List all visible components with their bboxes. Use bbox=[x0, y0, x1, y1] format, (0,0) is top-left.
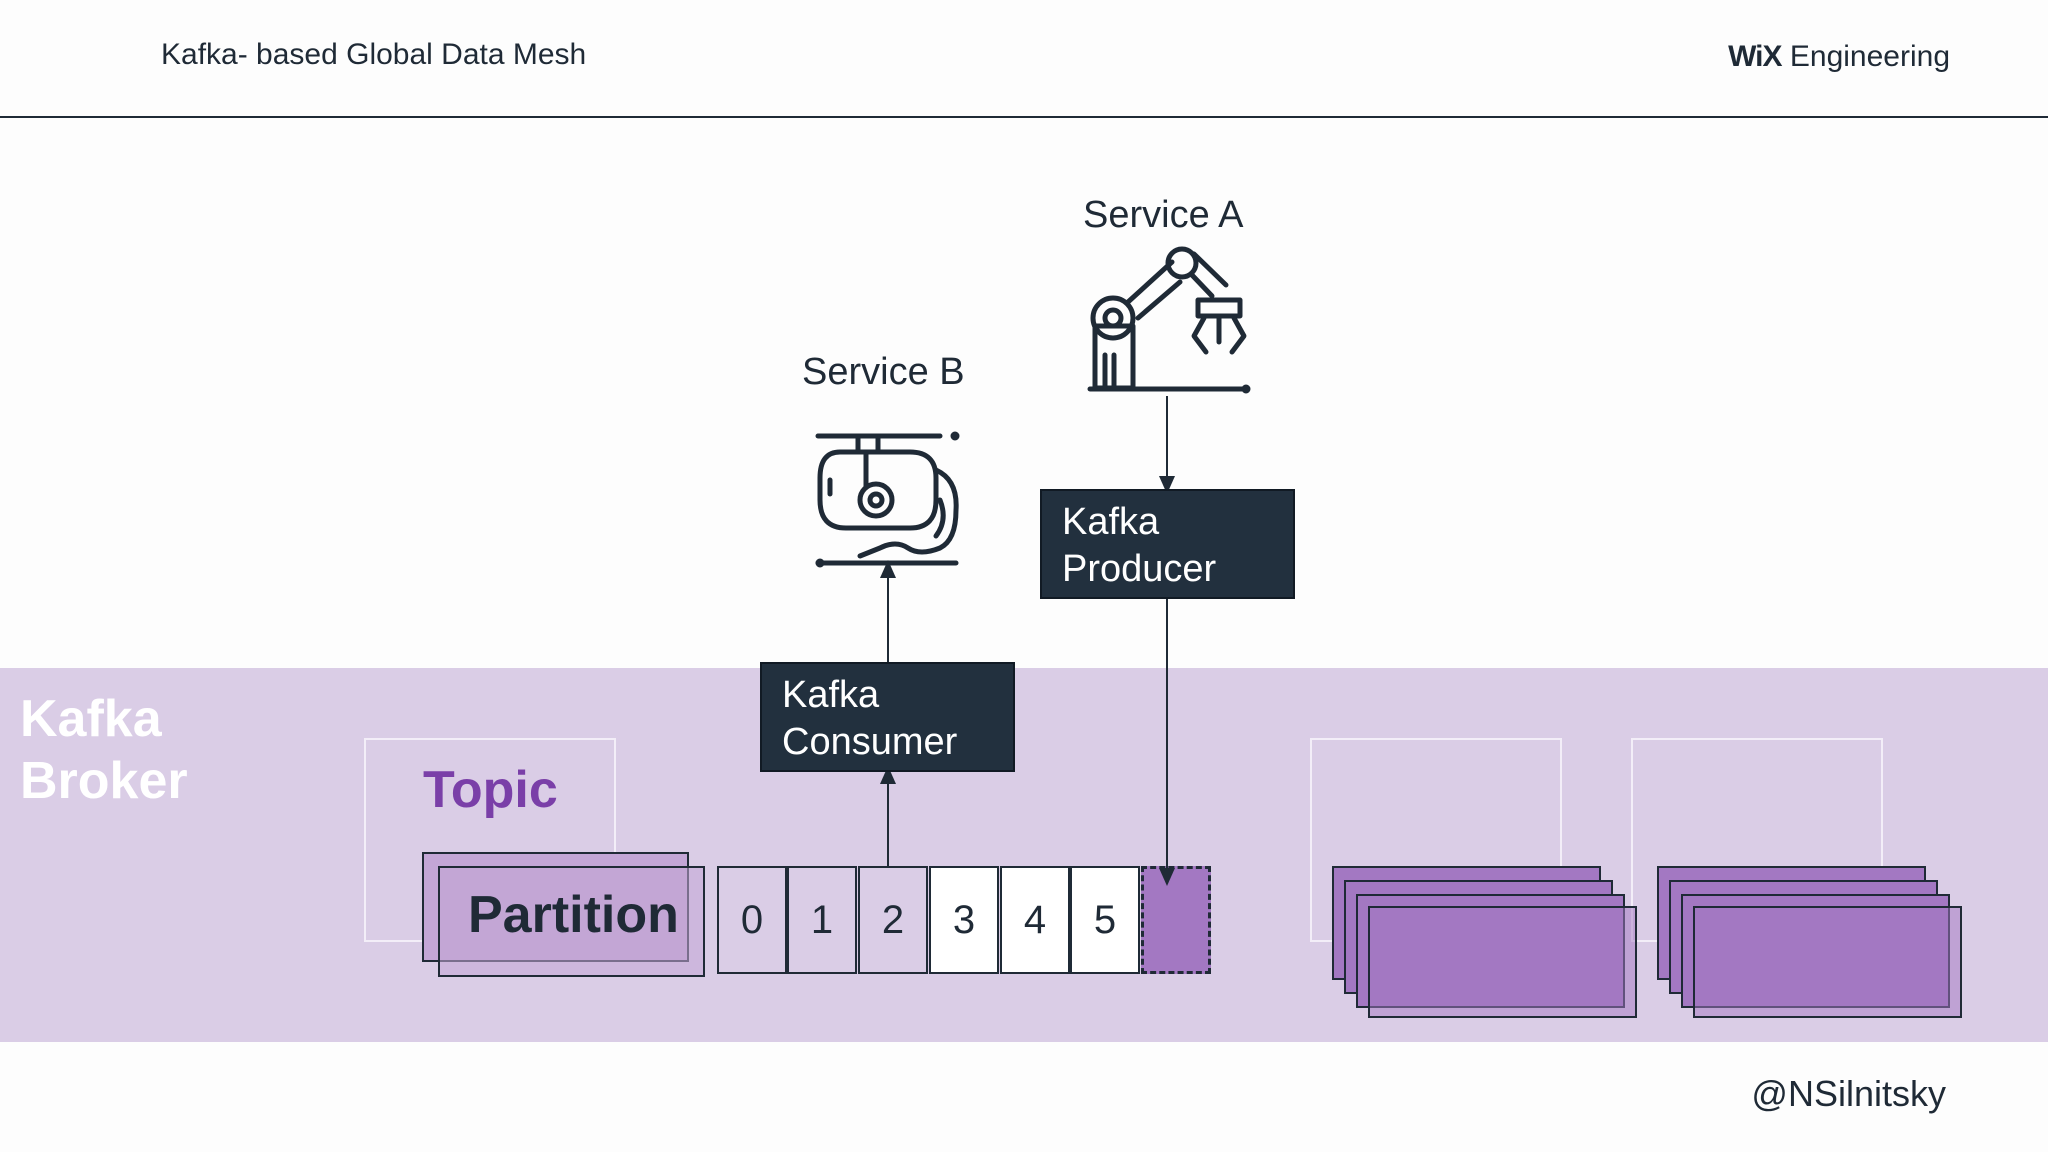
offset-cell-5: 5 bbox=[1070, 866, 1140, 974]
slide-header-title: Kafka- based Global Data Mesh bbox=[161, 38, 587, 71]
offset-cell-3: 3 bbox=[929, 866, 999, 974]
offset-cell-next bbox=[1141, 866, 1211, 974]
machine-icon bbox=[815, 431, 960, 568]
producer-line2: Producer bbox=[1062, 548, 1217, 590]
kafka-producer-box: Kafka Producer bbox=[1040, 489, 1295, 599]
producer-line1: Kafka bbox=[1062, 501, 1160, 543]
offset-cell-2: 2 bbox=[858, 866, 928, 974]
topic2-partition-layer-4 bbox=[1368, 906, 1637, 1018]
offset-cell-1: 1 bbox=[787, 866, 857, 974]
topic-label: Topic bbox=[423, 761, 558, 819]
brand-logo: WiX Engineering bbox=[1728, 40, 1950, 74]
author-handle: @NSilnitsky bbox=[1751, 1073, 1946, 1114]
offset-cell-4: 4 bbox=[1000, 866, 1070, 974]
partition-label: Partition bbox=[468, 886, 679, 944]
broker-label-line1: Kafka bbox=[20, 690, 162, 748]
brand-suffix: Engineering bbox=[1789, 40, 1950, 73]
broker-label-line2: Broker bbox=[20, 752, 188, 810]
consumer-line2: Consumer bbox=[782, 721, 958, 763]
kafka-consumer-box: Kafka Consumer bbox=[760, 662, 1015, 772]
service-b-label: Service B bbox=[802, 351, 965, 393]
consumer-line1: Kafka bbox=[782, 674, 880, 716]
offset-cell-0: 0 bbox=[717, 866, 787, 974]
service-a-label: Service A bbox=[1083, 194, 1244, 236]
kafka-broker-label: Kafka Broker bbox=[20, 688, 188, 812]
wix-logo: WiX bbox=[1728, 40, 1782, 73]
topic3-partition-layer-4 bbox=[1693, 906, 1962, 1018]
robot-arm-icon bbox=[1087, 246, 1251, 394]
header-divider bbox=[0, 116, 2048, 118]
partition-layer-front bbox=[438, 866, 705, 977]
